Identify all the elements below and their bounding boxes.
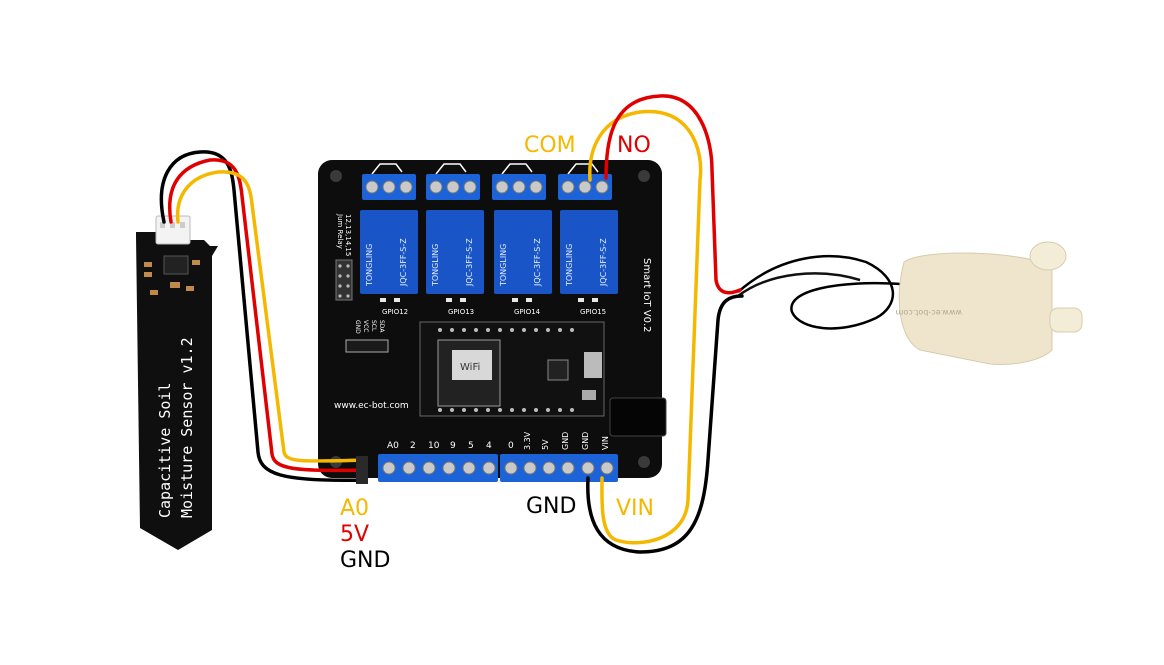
jump-relay-note: Jum Relay: [336, 213, 344, 249]
wire-relay-com: [588, 109, 703, 545]
label-no: NO: [617, 133, 651, 158]
bottom-pin-labels: A0 2 10 9 5 4 0 3.3V 5V GND GND VIN: [387, 431, 610, 451]
gpio-label-4: GPIO15: [580, 308, 606, 316]
label-gnd: GND: [526, 494, 577, 519]
esp-module: WiFi: [419, 321, 605, 417]
board-title: Smart IoT V0.2: [641, 258, 652, 333]
pin-label-3v3: 3.3V: [523, 431, 532, 450]
sensor-chip: [163, 255, 189, 275]
sensor-label-line2: Moisture Sensor v1.2: [178, 337, 196, 518]
pin-label-9: 9: [450, 441, 456, 451]
pump-outlet: [1049, 307, 1083, 333]
pin-label-vin: VIN: [601, 436, 610, 450]
label-sensor-a0: A0: [340, 496, 370, 521]
pin-label-gnd-2: GND: [581, 432, 590, 450]
board-url: www.ec-bot.com: [334, 401, 409, 411]
gpio-label-2: GPIO13: [448, 308, 474, 316]
relay-3-text: TONGLING: [499, 244, 508, 287]
relay-terminals-top: [362, 174, 612, 200]
pin-label-10: 10: [428, 441, 440, 451]
pin-label-4: 4: [486, 441, 492, 451]
label-sensor-5v: 5V: [340, 522, 370, 547]
relay-4-text: TONGLING: [565, 244, 574, 287]
relay-2-text: TONGLING: [431, 244, 440, 287]
gpio-label-3: GPIO14: [514, 308, 541, 316]
relay-1-text: TONGLING: [365, 244, 374, 287]
i2c-pin-vcc: VCC: [362, 320, 369, 332]
i2c-pin-sda: SDA: [378, 320, 385, 333]
pin-label-a0: A0: [387, 441, 399, 451]
wire-gnd-pump: [586, 294, 744, 554]
gpio-label-1: GPIO12: [382, 308, 408, 316]
pump-brand: www.ec-bot.com: [895, 308, 962, 317]
wire-relay-no: [604, 94, 742, 295]
water-pump: www.ec-bot.com: [737, 241, 1083, 365]
dc-power-jack: [609, 397, 667, 437]
pin-label-gnd-1: GND: [561, 432, 570, 450]
wire-sensor-gnd: [159, 150, 368, 483]
pin-label-0: 0: [508, 441, 514, 451]
relay-3-model: JQC-3FF-S-Z: [533, 238, 542, 287]
terminal-block-right: [500, 454, 618, 482]
relays: TONGLING TONGLING TONGLING TONGLING JQC-…: [360, 210, 618, 294]
pump-body: [898, 252, 1053, 365]
label-com: COM: [524, 133, 576, 158]
wires: [159, 94, 744, 554]
pin-label-2: 2: [410, 441, 416, 451]
relay-1-model: JQC-3FF-S-Z: [399, 238, 408, 287]
terminal-block-left: [378, 454, 498, 482]
wifi-logo: WiFi: [460, 362, 480, 373]
soil-moisture-sensor: Capacitive Soil Moisture Sensor v1.2: [136, 215, 218, 550]
smart-iot-board: TONGLING TONGLING TONGLING TONGLING JQC-…: [318, 160, 667, 482]
relay-1: [360, 210, 418, 294]
pin-label-5v: 5V: [541, 439, 550, 450]
pin-label-5: 5: [468, 441, 474, 451]
relay-2-model: JQC-3FF-S-Z: [465, 238, 474, 287]
label-sensor-gnd: GND: [340, 548, 391, 573]
relay-3: [494, 210, 552, 294]
sensor-body: [136, 232, 218, 550]
label-vin: VIN: [616, 496, 654, 521]
i2c-pin-gnd: GND: [354, 320, 361, 334]
pump-inlet: [1029, 241, 1067, 271]
relay-4-model: JQC-3FF-S-Z: [599, 238, 608, 287]
sensor-label-line1: Capacitive Soil: [156, 383, 174, 518]
i2c-pin-scl: SCL: [370, 320, 377, 332]
wire-sensor-a0: [175, 170, 368, 463]
bottom-terminals: [378, 454, 618, 482]
jump-relay-pins: 12,13,14,15: [344, 214, 352, 256]
i2c-header: [345, 339, 389, 353]
relay-2: [426, 210, 484, 294]
relay-4: [560, 210, 618, 294]
sensor-connector: [155, 215, 191, 245]
jumper-headers: [335, 259, 353, 301]
